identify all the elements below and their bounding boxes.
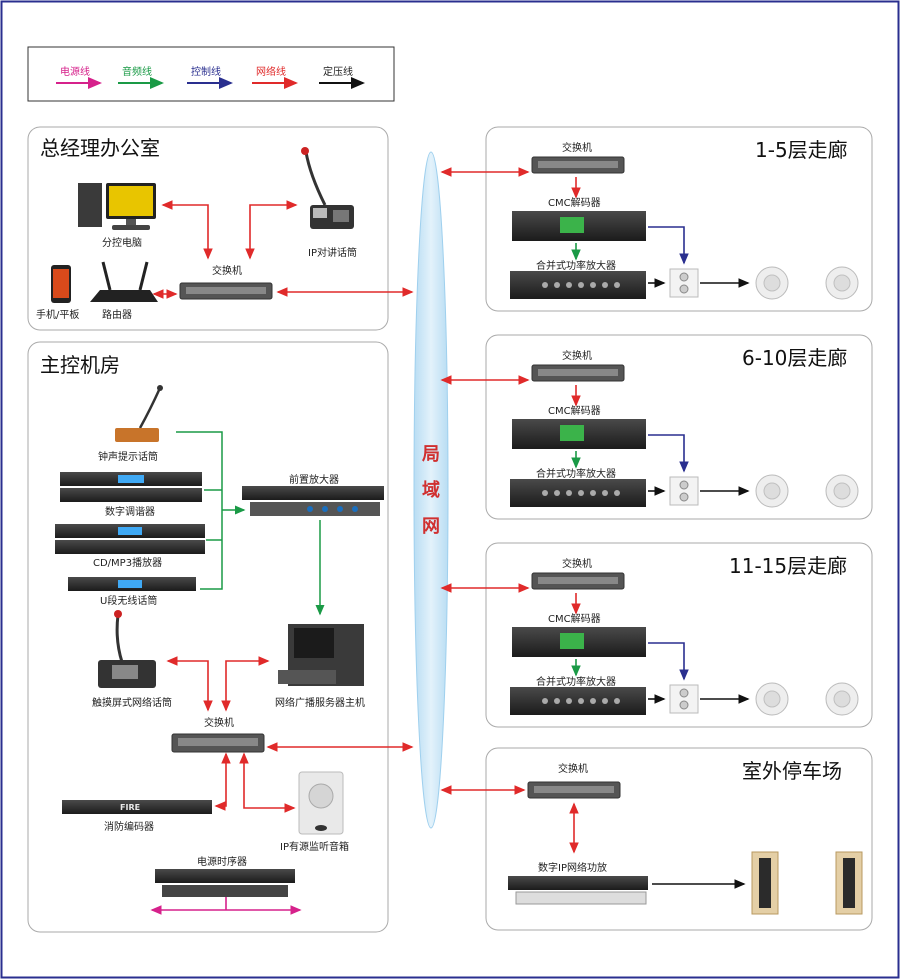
power-amp-icon	[510, 479, 646, 507]
floor-switch-label: 交换机	[562, 141, 592, 154]
touch-mic-label: 触摸屏式网络话筒	[92, 696, 172, 709]
floor-switch-icon	[531, 156, 625, 174]
power-sequencer-label: 电源时序器	[197, 855, 247, 868]
server-label: 网络广播服务器主机	[275, 696, 365, 709]
ip-mic-icon	[301, 147, 354, 229]
power-amp-label: 合并式功率放大器	[536, 675, 616, 688]
floor-title: 6-10层走廊	[742, 346, 847, 370]
office-switch-icon	[179, 282, 273, 300]
preamp-icon	[242, 486, 384, 516]
cmc-decoder-icon	[512, 627, 646, 657]
ceiling-speaker-icon	[755, 474, 789, 508]
tuner-icon	[60, 472, 202, 502]
floor-title: 1-5层走廊	[755, 138, 848, 162]
lan-label-char-3: 网	[422, 516, 440, 537]
legend-label-voltage: 定压线	[323, 65, 353, 78]
legend: 电源线 音频线 控制线 网络线 定压线	[27, 46, 395, 102]
preamp-label: 前置放大器	[289, 473, 339, 486]
pc-icon	[78, 183, 156, 230]
router-icon	[90, 261, 158, 302]
lan-network: 局 域 网	[413, 151, 449, 829]
legend-item-power: 电源线	[56, 65, 102, 89]
phone-icon	[51, 265, 71, 303]
ceiling-speaker-icon	[825, 474, 859, 508]
parking-title: 室外停车场	[742, 759, 842, 783]
chime-mic-icon	[115, 385, 163, 442]
ceiling-speaker-icon	[755, 682, 789, 716]
lan-label-char-2: 域	[422, 479, 440, 501]
office-title: 总经理办公室	[40, 136, 160, 160]
chime-mic-label: 钟声提示话筒	[98, 450, 158, 463]
parking-switch-label: 交换机	[558, 762, 588, 775]
control-room-switch-icon	[171, 733, 265, 753]
fire-panel-text: FIRE	[120, 803, 140, 812]
parking-amp-icon	[508, 876, 648, 905]
volume-controller-icon	[669, 684, 699, 714]
control-room-title: 主控机房	[40, 353, 120, 377]
floor-switch-icon	[531, 572, 625, 590]
lan-label-char-1: 局	[422, 444, 440, 465]
pc-label: 分控电脑	[102, 236, 142, 249]
wireless-mic-label: U段无线话筒	[100, 594, 157, 607]
cmc-decoder-label: CMC解码器	[548, 196, 601, 209]
phone-label: 手机/平板	[36, 308, 79, 321]
power-amp-label: 合并式功率放大器	[536, 259, 616, 272]
legend-item-audio: 音频线	[118, 65, 164, 89]
touch-mic-icon	[98, 610, 156, 688]
legend-item-control: 控制线	[187, 65, 233, 89]
cmc-decoder-label: CMC解码器	[548, 612, 601, 625]
legend-label-audio: 音频线	[122, 65, 152, 78]
active-speaker-icon	[298, 771, 344, 835]
parking-panel: 室外停车场 交换机 数字IP网络功放	[440, 747, 873, 931]
cd-player-label: CD/MP3播放器	[93, 556, 162, 569]
control-room-switch-label: 交换机	[204, 716, 234, 729]
ceiling-speaker-icon	[825, 682, 859, 716]
wireless-mic-icon	[68, 577, 196, 591]
tuner-label: 数字调谐器	[105, 505, 155, 518]
router-label: 路由器	[102, 308, 132, 321]
fire-encoder-icon: FIRE	[62, 800, 212, 814]
cmc-decoder-icon	[512, 211, 646, 241]
column-speaker-icon	[835, 851, 863, 915]
floor-title: 11-15层走廊	[729, 554, 847, 578]
floor-switch-label: 交换机	[562, 557, 592, 570]
ceiling-speaker-icon	[755, 266, 789, 300]
cmc-decoder-label: CMC解码器	[548, 404, 601, 417]
power-amp-label: 合并式功率放大器	[536, 467, 616, 480]
legend-label-power: 电源线	[60, 65, 90, 78]
fire-encoder-label: 消防编码器	[104, 820, 154, 833]
cmc-decoder-icon	[512, 419, 646, 449]
floor-switch-label: 交换机	[562, 349, 592, 362]
power-amp-icon	[510, 687, 646, 715]
server-icon	[278, 624, 364, 686]
parking-amp-label: 数字IP网络功放	[538, 861, 607, 874]
legend-label-network: 网络线	[256, 65, 286, 78]
office-switch-label: 交换机	[212, 264, 242, 277]
floor-switch-icon	[531, 364, 625, 382]
parking-switch-icon	[527, 781, 621, 799]
power-amp-icon	[510, 271, 646, 299]
volume-controller-icon	[669, 476, 699, 506]
legend-item-voltage: 定压线	[319, 65, 365, 89]
legend-label-control: 控制线	[191, 65, 221, 78]
active-speaker-label: IP有源监听音箱	[280, 840, 349, 853]
power-sequencer-icon	[155, 869, 295, 897]
column-speaker-icon	[751, 851, 779, 915]
cd-player-icon	[55, 524, 205, 554]
legend-item-network: 网络线	[252, 65, 298, 89]
control-room-panel: 主控机房 钟声提示话筒 数字调谐器 CD/MP3播放器 U段无线话筒	[27, 341, 414, 933]
ceiling-speaker-icon	[825, 266, 859, 300]
volume-controller-icon	[669, 268, 699, 298]
ip-mic-label: IP对讲话筒	[308, 246, 357, 259]
office-panel: 总经理办公室 分控电脑 IP对讲话筒 交换机	[27, 126, 414, 331]
